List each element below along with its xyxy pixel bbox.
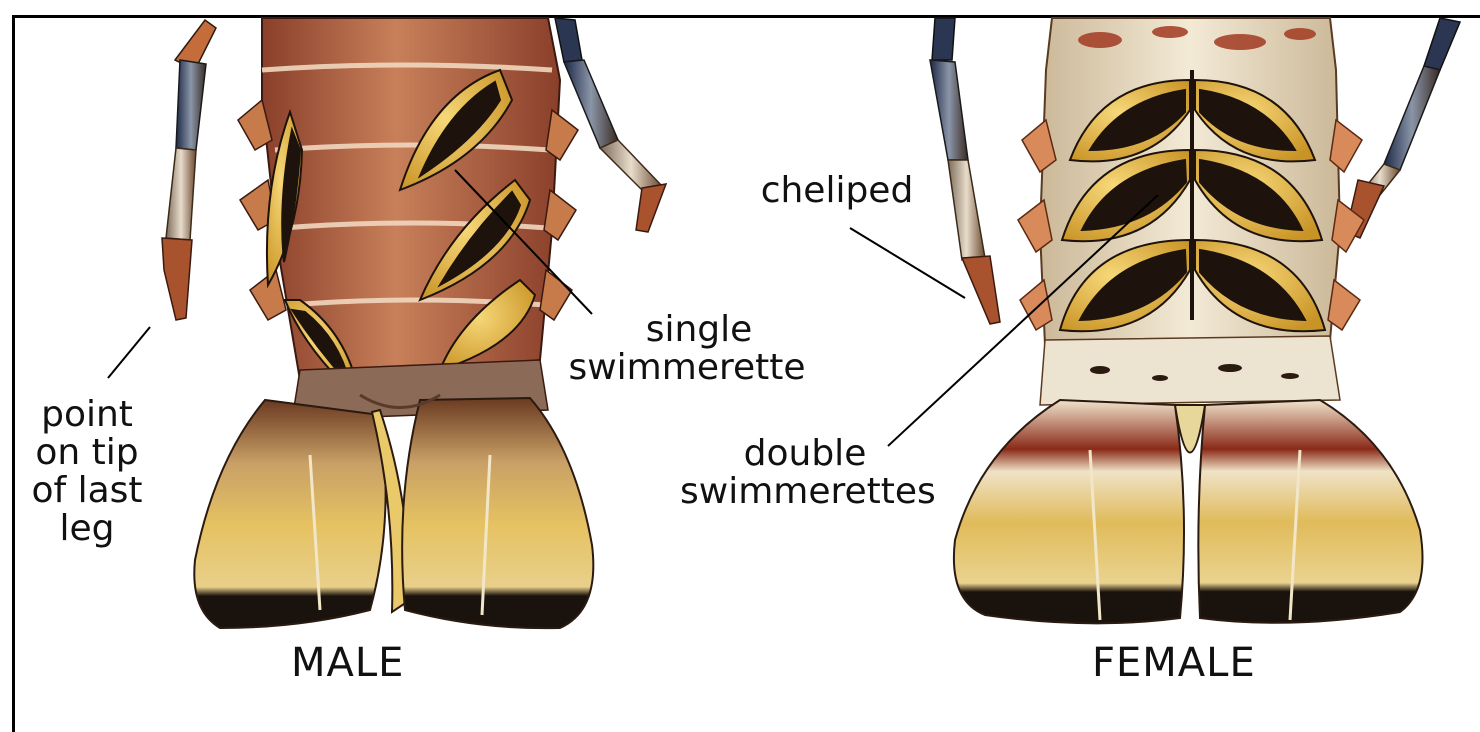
male-left-leg [162,20,216,320]
label-line: double [680,435,930,473]
label-line: swimmerette [562,349,812,387]
female-tail-fan [954,400,1423,623]
title-male: MALE [291,640,404,686]
label-line: of last [22,472,152,510]
label-line: on tip [22,434,152,472]
label-line: point [22,396,152,434]
label-double-swimmerettes: double swimmerettes [680,435,930,511]
leader-point-leg [108,327,150,378]
label-line: swimmerettes [680,473,930,511]
label-point-on-tip-of-last-leg: point on tip of last leg [22,396,152,548]
leader-cheliped [850,228,965,298]
female-left-leg [930,18,1000,324]
title-female: FEMALE [1092,640,1256,686]
label-line: single [562,311,812,349]
male-tail-fan [194,395,593,628]
label-single-swimmerette: single swimmerette [562,311,812,387]
label-line: leg [22,510,152,548]
female-lobster [930,18,1460,623]
female-right-leg [1346,18,1460,238]
label-cheliped: cheliped [752,172,922,210]
